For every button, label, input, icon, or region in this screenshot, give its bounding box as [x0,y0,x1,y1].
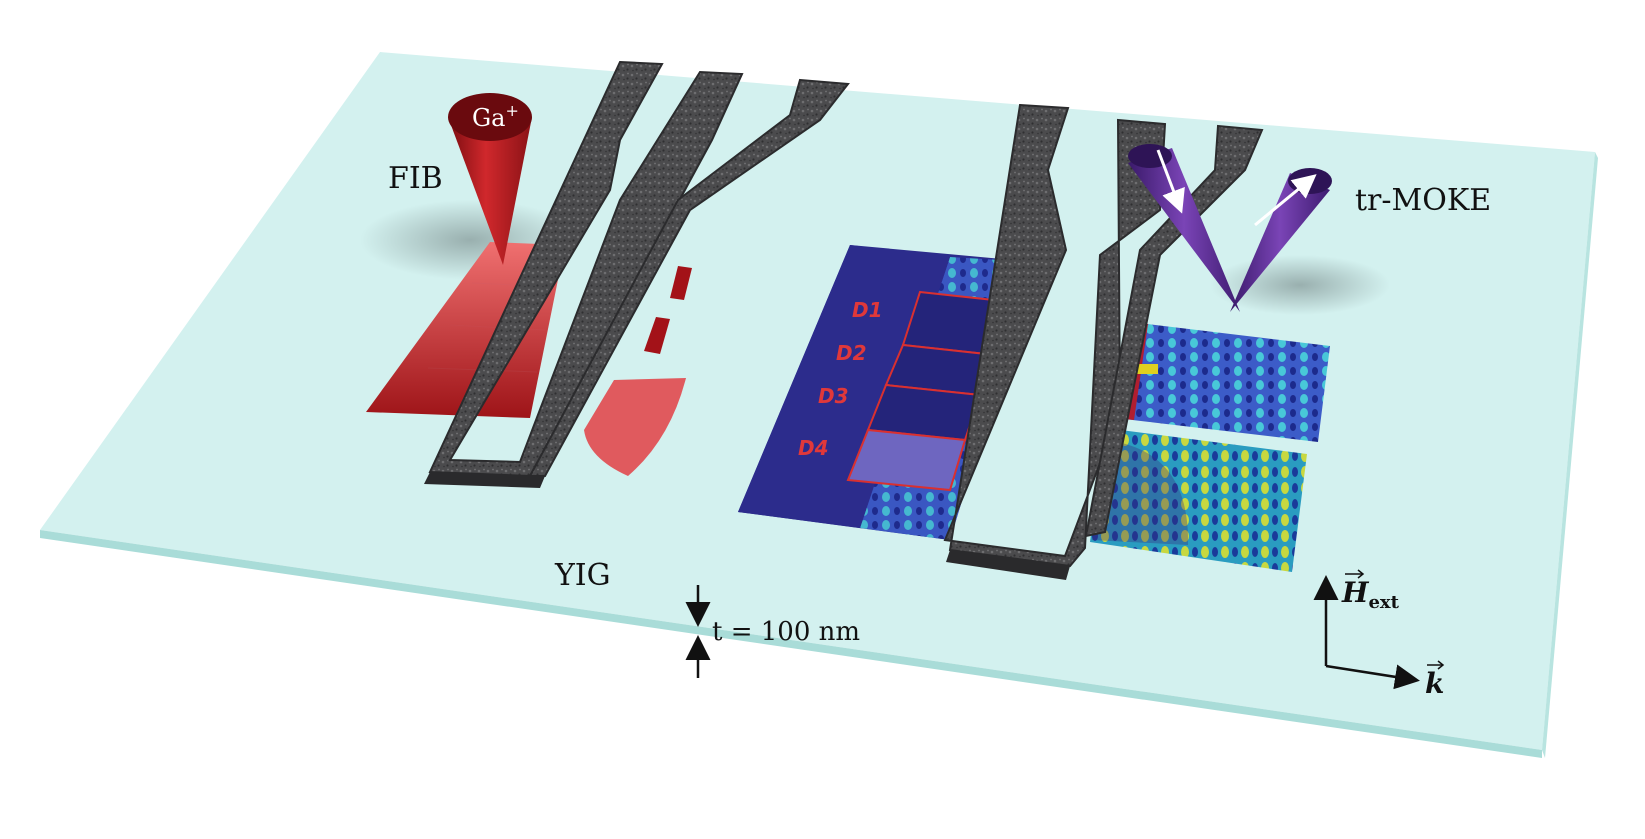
detector-d2-label: D2 [836,341,867,365]
field-axes [1313,575,1420,690]
detector-d3-label: D3 [818,384,849,408]
svg-text:k: k [1425,667,1444,700]
wavevector-label: k [1425,660,1444,700]
antenna-left [424,60,850,488]
ion-label: Ga+ [472,101,519,132]
detector-d4-box [846,428,967,492]
svg-text:Hext: Hext [1341,576,1400,613]
fib-beam [448,93,532,265]
material-label: YIG [554,558,611,593]
thickness-label: t = 100 nm [712,617,860,647]
detector-d1-label: D1 [852,298,883,322]
lens-pattern [584,378,686,476]
moke-label: tr-MOKE [1355,183,1491,218]
patterned-stripes [644,266,692,354]
fib-label: FIB [388,161,443,196]
detector-d4-label: D4 [798,436,829,460]
field-label: Hext [1341,569,1400,613]
moke-beams [1128,144,1332,312]
